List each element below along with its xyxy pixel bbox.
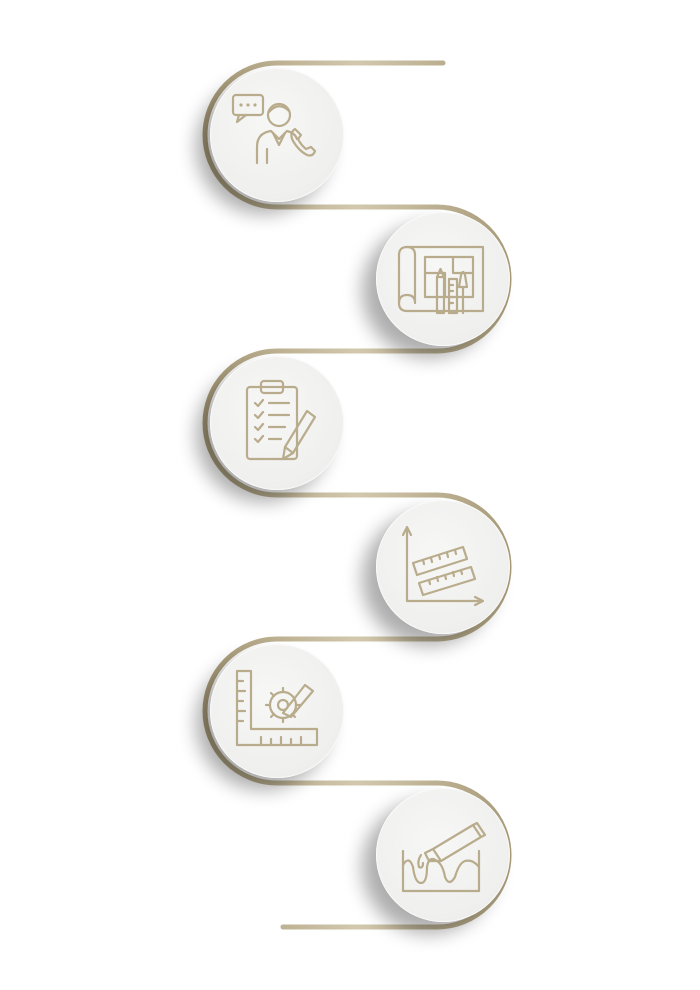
measurement-ruler-icon [401, 525, 485, 607]
engineering-setsquare-icon [235, 669, 319, 747]
step-node-5 [210, 644, 344, 778]
timeline-line [202, 60, 512, 930]
step-node-1 [210, 68, 344, 202]
blueprint-design-icon [397, 245, 485, 315]
step-node-6 [376, 788, 510, 922]
step-node-4 [376, 500, 510, 634]
checklist-plan-icon [245, 379, 317, 461]
paint-tube-finish-icon [401, 821, 487, 893]
step-node-2 [376, 212, 510, 346]
step-node-3 [210, 356, 344, 490]
consultation-call-icon [231, 93, 317, 165]
